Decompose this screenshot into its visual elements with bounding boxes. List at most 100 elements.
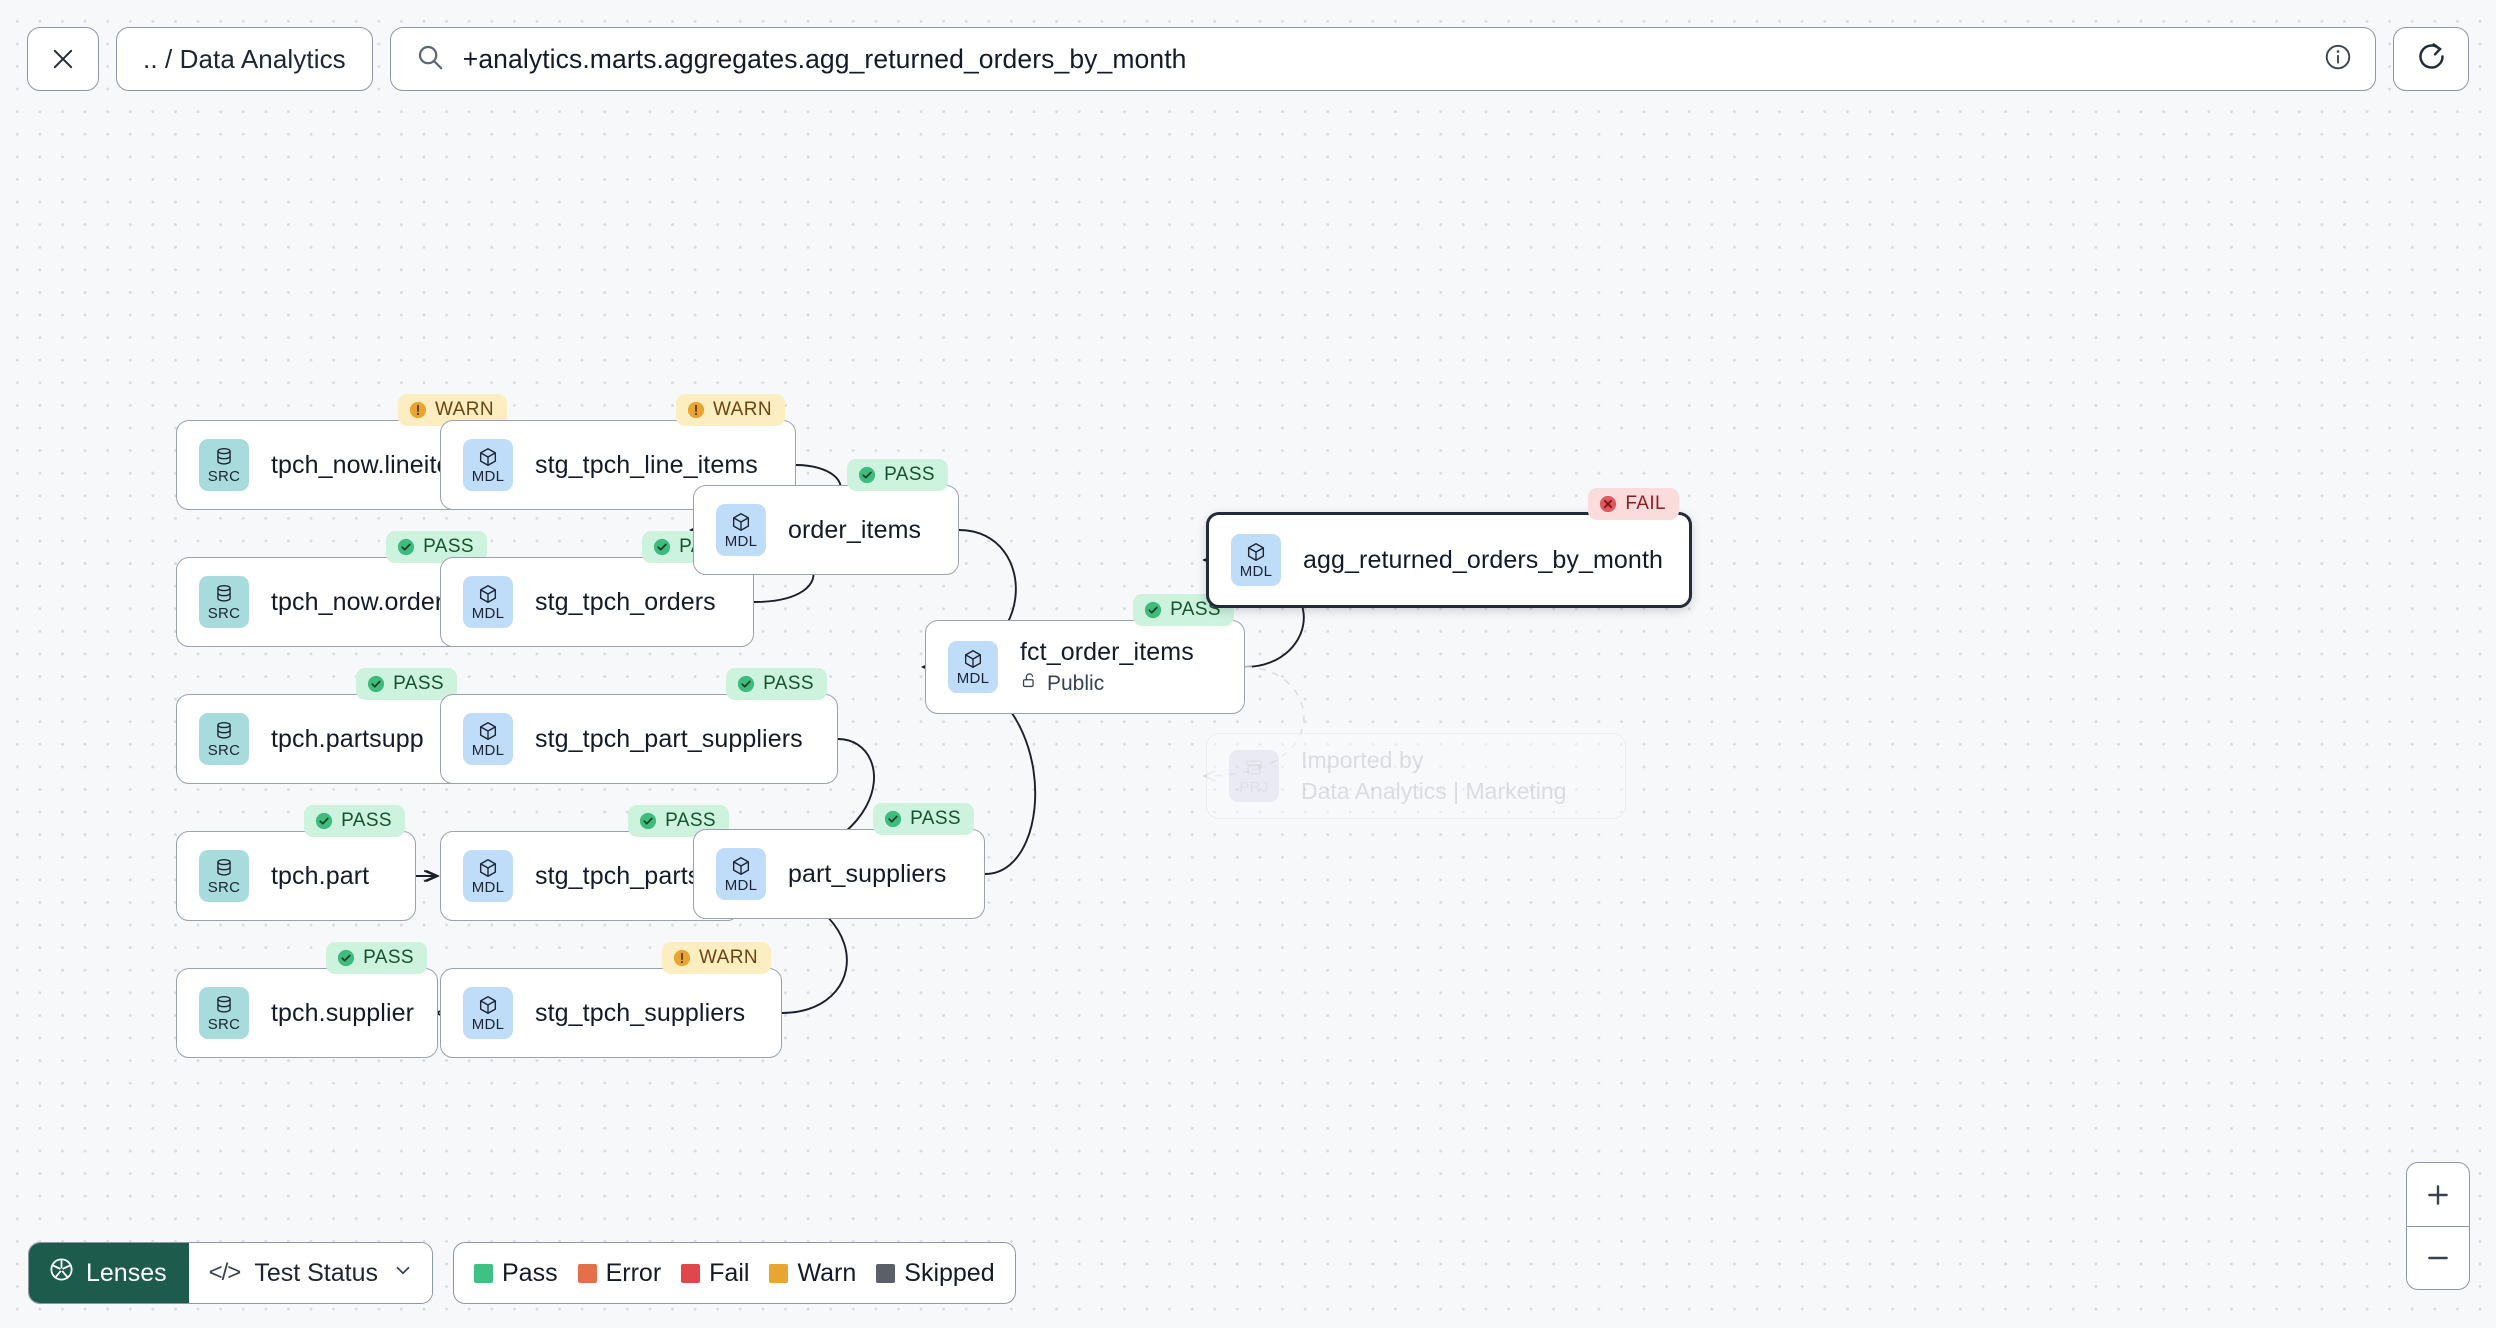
node-kind-label: MDL xyxy=(471,879,505,896)
status-pass-icon xyxy=(884,810,902,828)
zoom-in-button[interactable] xyxy=(2407,1163,2469,1226)
legend-label: Fail xyxy=(709,1258,750,1287)
chevron-down-icon xyxy=(392,1259,414,1288)
node-body: order_items xyxy=(788,516,921,545)
lens-select-label: Test Status xyxy=(254,1258,378,1287)
legend-item-pass[interactable]: Pass xyxy=(474,1259,558,1288)
node-kind-label: SRC xyxy=(207,1016,241,1033)
database-icon xyxy=(213,994,235,1016)
graph-node-stg_tpch_parts[interactable]: PASS MDL stg_tpch_parts xyxy=(440,805,740,921)
node-kind-label: MDL xyxy=(471,742,505,759)
legend-item-fail[interactable]: Fail xyxy=(681,1259,749,1288)
node-kind-label: SRC xyxy=(207,468,241,485)
status-badge-pass: PASS xyxy=(356,668,457,700)
node-body: tpch_now.orders xyxy=(271,588,456,617)
legend-swatch xyxy=(474,1263,493,1283)
search-input[interactable]: +analytics.marts.aggregates.agg_returned… xyxy=(389,27,2376,91)
refresh-icon xyxy=(2415,40,2448,78)
refresh-button[interactable] xyxy=(2393,27,2469,91)
graph-node-tpch_supplier[interactable]: PASS SRC tpch.supplier xyxy=(176,942,438,1058)
status-pass-icon xyxy=(367,675,385,693)
node-body: stg_tpch_orders xyxy=(535,588,716,617)
node-title: tpch.part xyxy=(271,861,370,890)
node-kind-badge-mdl: MDL xyxy=(948,641,998,693)
status-badge-warn: WARN xyxy=(398,394,507,426)
status-pass-icon xyxy=(737,675,755,693)
graph-node-imported_by_prj[interactable]: PRJ Imported by Data Analytics | Marketing xyxy=(1206,733,1626,819)
status-pass-icon xyxy=(1144,601,1162,619)
node-title: agg_returned_orders_by_month xyxy=(1303,545,1663,574)
status-badge-label: WARN xyxy=(713,399,772,420)
cube-icon xyxy=(477,583,499,605)
status-badge-pass: PASS xyxy=(726,668,827,700)
database-icon xyxy=(213,857,235,879)
node-kind-label: MDL xyxy=(724,877,758,894)
node-kind-label: SRC xyxy=(207,879,241,896)
node-title: tpch.partsupp xyxy=(271,724,424,753)
node-body: tpch.supplier xyxy=(271,999,414,1028)
status-pass-icon xyxy=(397,538,415,556)
legend-label: Error xyxy=(605,1258,662,1287)
cube-icon xyxy=(1245,541,1267,563)
legend-item-skipped[interactable]: Skipped xyxy=(876,1259,995,1288)
info-icon[interactable] xyxy=(2323,42,2353,77)
status-fail-icon xyxy=(1599,495,1617,513)
legend-label: Pass xyxy=(502,1258,558,1287)
zoom-out-button[interactable] xyxy=(2407,1226,2469,1289)
close-button[interactable] xyxy=(27,27,99,91)
node-title: tpch_now.orders xyxy=(271,587,456,616)
status-badge-pass: PASS xyxy=(847,459,948,491)
graph-node-order_items[interactable]: PASS MDL order_items xyxy=(693,459,959,575)
cube-icon xyxy=(477,720,499,742)
aperture-icon xyxy=(48,1256,75,1290)
status-warn-icon xyxy=(409,401,427,419)
node-title: tpch.supplier xyxy=(271,998,415,1027)
node-title: Imported by xyxy=(1301,747,1424,773)
status-legend: Pass Error Fail Warn Skipped xyxy=(453,1242,1016,1304)
node-kind-label: MDL xyxy=(1239,563,1273,580)
node-title: stg_tpch_suppliers xyxy=(535,998,746,1027)
legend-swatch xyxy=(876,1263,896,1283)
lenses-button[interactable]: Lenses xyxy=(29,1243,189,1303)
node-kind-badge-src: SRC xyxy=(199,850,249,902)
breadcrumb[interactable]: .. / Data Analytics xyxy=(116,27,373,91)
node-subtitle-label: Data Analytics | Marketing xyxy=(1301,778,1567,804)
node-body: stg_tpch_suppliers xyxy=(535,999,745,1028)
database-icon xyxy=(213,446,235,468)
close-icon xyxy=(49,45,77,73)
legend-item-warn[interactable]: Warn xyxy=(769,1259,856,1288)
lenses-label: Lenses xyxy=(86,1258,167,1287)
lenses-control[interactable]: Lenses </> Test Status xyxy=(28,1242,433,1304)
status-badge-label: PASS xyxy=(665,810,716,831)
cube-icon xyxy=(730,511,752,533)
lens-select[interactable]: </> Test Status xyxy=(188,1243,432,1303)
status-warn-icon xyxy=(687,401,705,419)
node-kind-label: MDL xyxy=(471,468,505,485)
zoom-controls[interactable] xyxy=(2406,1162,2470,1290)
node-kind-label: MDL xyxy=(471,1016,505,1033)
node-body: stg_tpch_parts xyxy=(535,862,700,891)
status-badge-pass: PASS xyxy=(326,942,427,974)
status-pass-icon xyxy=(315,812,333,830)
node-kind-label: MDL xyxy=(724,533,758,550)
node-kind-badge-prj: PRJ xyxy=(1229,750,1279,802)
database-icon xyxy=(213,583,235,605)
node-kind-badge-mdl: MDL xyxy=(716,504,766,556)
legend-item-error[interactable]: Error xyxy=(577,1258,662,1288)
node-kind-label: PRJ xyxy=(1239,779,1269,796)
status-warn-icon xyxy=(673,949,691,967)
legend-swatch xyxy=(769,1263,789,1283)
node-kind-badge-src: SRC xyxy=(199,576,249,628)
node-kind-badge-mdl: MDL xyxy=(463,439,513,491)
